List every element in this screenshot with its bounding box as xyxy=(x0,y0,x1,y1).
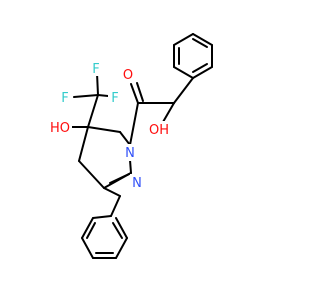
hydroxyl-label-side: OH xyxy=(149,123,169,138)
fluorine-label-left: F xyxy=(61,91,68,106)
atom-label-o-ketone: O xyxy=(120,66,136,83)
atom-label-oh-side: OH xyxy=(147,121,171,138)
nitrogen-label-n2: N xyxy=(132,176,142,191)
nitrogen-label-n1: N xyxy=(125,146,135,161)
oxygen-label-ketone: O xyxy=(123,68,133,83)
fluorine-label-top: F xyxy=(92,62,99,77)
atom-label-n2: N xyxy=(130,174,145,191)
phenyl-ring-bottom xyxy=(81,195,128,259)
substituent-bonds xyxy=(69,72,194,146)
atom-label-f1: F xyxy=(89,60,103,77)
phenyl-ring-top xyxy=(173,33,213,79)
atom-label-ho-ring: HO xyxy=(48,119,72,136)
atom-label-f2: F xyxy=(58,89,72,106)
atom-label-f3: F xyxy=(108,89,122,106)
structure-diagram: F F F O HO N N OH xyxy=(48,33,213,259)
pyrazoline-ring xyxy=(78,126,132,197)
hydroxyl-label-ring: HO xyxy=(50,121,70,136)
atom-label-n1: N xyxy=(123,144,138,161)
fluorine-label-right: F xyxy=(111,91,118,106)
molecule-canvas: F F F O HO N N OH xyxy=(48,33,213,259)
